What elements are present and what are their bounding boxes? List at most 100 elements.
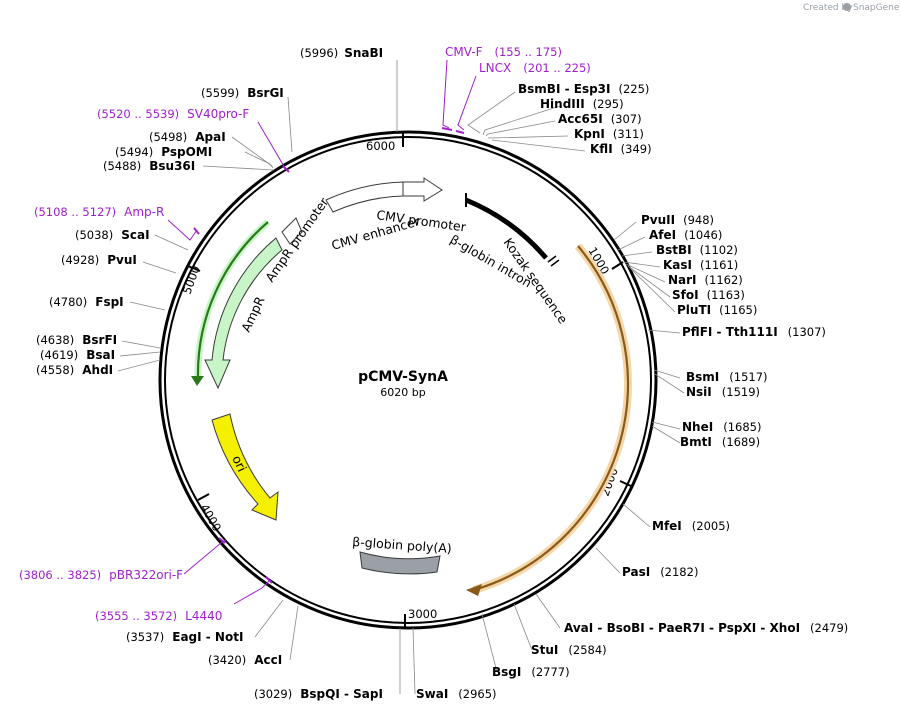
site-pluti[interactable]: PluTI(1165): [677, 303, 757, 317]
site-eagi[interactable]: (3537)EagI - NotI: [126, 630, 243, 644]
site-stui[interactable]: StuI(2584): [531, 643, 607, 657]
site-bmti[interactable]: BmtI(1689): [680, 435, 760, 449]
site-afei[interactable]: AfeI(1046): [649, 228, 722, 242]
site-mfei[interactable]: MfeI(2005): [652, 519, 730, 533]
mark-amp-r: [193, 227, 200, 235]
site-apai[interactable]: (5498)ApaI: [149, 130, 226, 144]
site-bsu36i[interactable]: (5488)Bsu36I: [103, 159, 195, 173]
leader-afei: [617, 236, 646, 251]
syna-cds-line: [473, 245, 630, 592]
leader-nari: [625, 263, 666, 283]
snapgene-logo: SnapGene: [843, 3, 900, 13]
site-fspi[interactable]: (4780)FspI: [49, 295, 124, 309]
mark-lncx: [455, 130, 465, 134]
leader-acc65i: [485, 120, 556, 137]
primer-l4440[interactable]: (3555 .. 3572)L4440: [95, 609, 222, 623]
leader-pasi: [595, 547, 621, 574]
leader-kfli: [491, 139, 586, 152]
ampr-arrow: [204, 237, 283, 390]
leader-swai: [412, 627, 416, 695]
tick-5000-mark: [187, 265, 201, 272]
site-bsmi[interactable]: BsmI(1517): [686, 370, 768, 384]
leader-kasi: [623, 261, 661, 268]
leader-hindiii: [482, 105, 561, 136]
primer-amp-r[interactable]: (5108 .. 5127)Amp-R: [34, 205, 164, 219]
leader-pvuii: [613, 221, 637, 241]
primer-cmv-f[interactable]: CMV-F(155 .. 175): [445, 45, 562, 59]
site-scai[interactable]: (5038)ScaI: [75, 228, 150, 242]
primer-lncx[interactable]: LNCX(201 .. 225): [479, 61, 591, 75]
site-kasi[interactable]: KasI(1161): [663, 258, 738, 272]
site-nhei[interactable]: NheI(1685): [682, 420, 761, 434]
ampr-promoter-label: AmpR promoter: [262, 194, 332, 285]
site-nari[interactable]: NarI(1162): [668, 273, 743, 287]
site-bsgi[interactable]: BsgI(2777): [492, 665, 570, 679]
site-hindiii[interactable]: HindIII(295): [540, 97, 624, 111]
ampr-label: AmpR: [238, 294, 268, 334]
site-sfoi[interactable]: SfoI(1163): [672, 288, 745, 302]
leader-sfoi: [627, 265, 671, 298]
ampr-cds-arrowhead: [191, 376, 204, 386]
leader-pvui: [142, 261, 177, 274]
leader-kpni: [488, 135, 569, 139]
site-pasi[interactable]: PasI(2182): [622, 565, 698, 579]
site-bsmbi[interactable]: BsmBI - Esp3I(225): [518, 82, 649, 96]
mark-l4440: [265, 576, 273, 584]
site-bstbi[interactable]: BstBI(1102): [656, 243, 738, 257]
backbone-outer: [158, 130, 658, 630]
leader-bsai: [119, 351, 161, 357]
primer-sv40pro-f[interactable]: (5520 .. 5539)SV40pro-F: [97, 107, 249, 121]
cmv-enhancer-arrow[interactable]: [325, 181, 404, 213]
primer-leaders: [167, 59, 477, 605]
syna-cds-arrowhead: [466, 584, 482, 596]
site-bsrfi[interactable]: (4638)BsrFI: [36, 333, 117, 347]
kozak-mark-2: [550, 259, 560, 267]
primers: CMV-F(155 .. 175) LNCX(201 .. 225) (5520…: [19, 45, 591, 623]
leader-fspi: [129, 301, 166, 311]
ampr-promoter-arrow: [281, 217, 303, 245]
site-ahdi[interactable]: (4558)AhdI: [36, 363, 113, 377]
leader-cmv-f: [442, 59, 450, 129]
leader-mfei: [622, 503, 651, 528]
leader-bsrfi: [121, 340, 161, 349]
primer-pbr322ori-f[interactable]: (3806 .. 3825)pBR322ori-F: [19, 568, 183, 582]
site-avai[interactable]: AvaI - BsoBI - PaeR7I - PspXI - XhoI(247…: [564, 621, 848, 635]
leader-lncx: [457, 75, 477, 131]
leader-bsu36i: [202, 165, 275, 171]
site-pvui[interactable]: (4928)PvuI: [61, 253, 137, 267]
site-bspqi[interactable]: (3029)BspQI - SapI: [254, 687, 383, 701]
mark-pbr322ori-f: [218, 537, 226, 544]
mark-sv40pro-f: [282, 165, 290, 173]
backbone-inner: [164, 136, 652, 624]
site-pvuii[interactable]: PvuII(948): [641, 213, 714, 227]
leader-scai: [154, 234, 189, 251]
site-kpni[interactable]: KpnI(311): [574, 127, 644, 141]
site-pflfi[interactable]: PflFI - Tth111I(1307): [682, 325, 826, 339]
site-bsai[interactable]: (4619)BsaI: [40, 348, 115, 362]
plasmid-name: pCMV-SynA: [358, 369, 448, 385]
leader-l4440: [233, 579, 271, 605]
site-swai[interactable]: SwaI(2965): [416, 687, 497, 701]
site-snabi[interactable]: (5996)SnaBI: [300, 46, 383, 60]
site-kfli[interactable]: KflI(349): [590, 142, 652, 156]
leader-eagi: [254, 599, 284, 638]
plasmid-size: 6020 bp: [380, 386, 425, 399]
site-bsrgi[interactable]: (5599)BsrGI: [201, 86, 284, 100]
site-acc65i[interactable]: Acc65I(307): [558, 112, 642, 126]
credit-text: Created by: [803, 3, 853, 13]
ampr-cds-line: [196, 221, 269, 379]
tick-3000: 3000: [408, 607, 437, 621]
leader-bstbi: [621, 251, 653, 257]
leader-stui: [513, 603, 533, 651]
ampr-feature[interactable]: [191, 217, 303, 390]
site-nsii[interactable]: NsiI(1519): [686, 385, 760, 399]
polya-bar[interactable]: [359, 551, 441, 575]
site-pspomi[interactable]: (5494)PspOMI: [115, 145, 212, 159]
beta-globin-intron-bar[interactable]: [465, 197, 548, 260]
tick-5000: 5000: [180, 264, 203, 296]
syna-cds-feature[interactable]: [466, 243, 632, 596]
leader-avai: [535, 593, 561, 629]
site-acci[interactable]: (3420)AccI: [208, 653, 282, 667]
ori-arrow[interactable]: [211, 413, 279, 521]
cmv-promoter-arrow[interactable]: [402, 177, 443, 202]
